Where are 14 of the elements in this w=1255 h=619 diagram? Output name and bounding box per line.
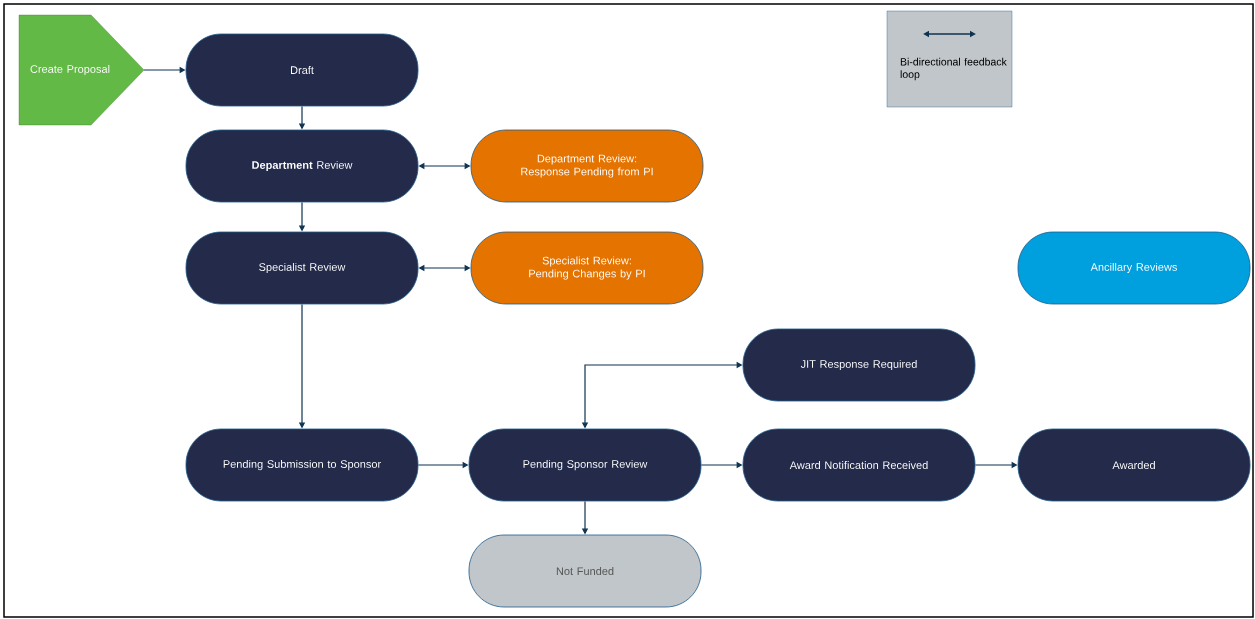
pill-box: Department Review (185, 129, 419, 203)
pill-box: Not Funded (468, 534, 702, 608)
pill-box: Pending Sponsor Review (468, 428, 702, 502)
pill-box: Pending Submission to Sponsor (185, 428, 419, 502)
pill-box: Ancillary Reviews (1017, 231, 1251, 305)
pill-box: Awarded (1017, 428, 1251, 502)
pill-box: Specialist Review: Pending Changes by PI (470, 231, 704, 305)
pill-box: Draft (185, 33, 419, 107)
start-pentagon: Create Proposal (18, 14, 145, 126)
pill-box: Award Notification Received (742, 428, 976, 502)
legend-box: Bi-directional feedback loop (886, 10, 1013, 108)
pill-box: Department Review: Response Pending from PI (470, 129, 704, 203)
pill-box: JIT Response Required (742, 328, 976, 402)
pill-box: Specialist Review (185, 231, 419, 305)
